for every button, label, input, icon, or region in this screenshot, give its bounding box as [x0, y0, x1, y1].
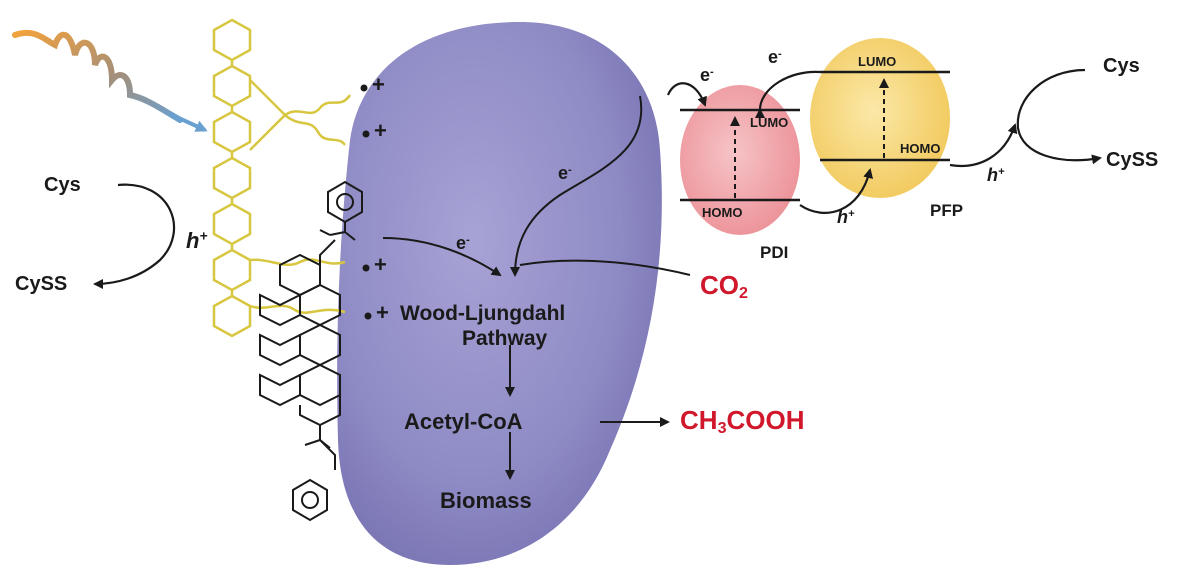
energy-levels [680, 70, 950, 202]
benzene-ring-icon [292, 478, 328, 522]
pdi-lumo-label: LUMO [750, 115, 789, 130]
surface-charges [360, 84, 372, 320]
bacterium-cell [337, 22, 662, 565]
co2-label: CO2 [700, 270, 748, 303]
cyss-right-label: CySS [1106, 149, 1159, 171]
hole-left-label: h+ [186, 228, 208, 253]
excitation-arrows [730, 78, 889, 198]
acetyl-coa-label: Acetyl-CoA [404, 409, 523, 434]
plus-charge-3: + [374, 252, 387, 277]
pfp-label: PFP [930, 201, 964, 220]
transfer-arrows [93, 68, 1102, 289]
plus-charge-1: + [372, 72, 385, 97]
polymer-chain-icon [212, 18, 352, 338]
hole-right-label-2: h+ [837, 207, 855, 227]
pfp-homo-label: HOMO [900, 141, 941, 156]
pfp-particle [810, 38, 950, 198]
pathway-title-line1: Wood-Ljungdahl [400, 302, 566, 325]
pfp-lumo-label: LUMO [858, 54, 897, 69]
pdi-molecule-icon [259, 180, 363, 522]
cell-electron-paths [382, 95, 691, 480]
electron-label-top-1: e- [700, 65, 714, 85]
cyss-left-label: CySS [15, 273, 68, 295]
biomass-label: Biomass [440, 488, 532, 513]
electron-label-cell: e- [558, 163, 572, 183]
pdi-homo-label: HOMO [702, 205, 743, 220]
electron-label-mid: e- [456, 233, 470, 253]
electron-label-top-2: e- [768, 47, 782, 67]
light-wave-icon [12, 29, 208, 132]
acetic-acid-label: CH3COOH [680, 405, 805, 438]
pdi-particle [680, 85, 800, 235]
pdi-label: PDI [760, 243, 789, 262]
plus-charge-2: + [374, 118, 387, 143]
hole-right-label-1: h+ [987, 165, 1005, 185]
pathway-title-line2: Pathway [462, 327, 548, 350]
cys-right-label: Cys [1103, 55, 1140, 77]
cys-left-label: Cys [44, 174, 81, 196]
plus-charge-4: + [376, 300, 389, 325]
